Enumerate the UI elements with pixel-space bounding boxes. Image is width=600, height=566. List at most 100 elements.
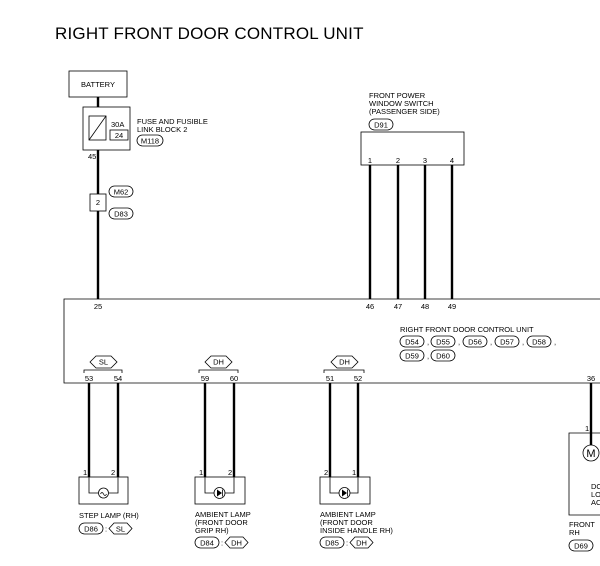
unit-connector-d56: D56 <box>468 338 482 347</box>
door-lock-inner-1: DO <box>591 482 600 491</box>
step-lamp-lead-left <box>88 477 98 494</box>
unit-pin-49: 49 <box>448 302 456 311</box>
shield-tag-dh-2 <box>330 355 359 369</box>
door-lock-box <box>568 432 600 516</box>
fuse-connector-tag <box>136 134 164 147</box>
battery-box <box>68 70 128 98</box>
ambient-handle-pin-2: 2 <box>324 468 328 477</box>
separator: , <box>490 338 492 347</box>
shield-bracket-dh-1 <box>198 369 239 373</box>
separator: , <box>554 338 556 347</box>
ambient-grip-connector-tag <box>194 536 220 549</box>
joint-pin: 2 <box>96 198 100 207</box>
unit-connector-tag <box>430 335 456 348</box>
ambient-handle-connector: D85 <box>325 539 339 548</box>
unit-connector-tag <box>526 335 552 348</box>
ambient-grip-led-icon <box>213 487 226 499</box>
fuse-connector-label: M118 <box>141 137 159 146</box>
ambient-handle-label-3: INSIDE HANDLE RH) <box>320 526 393 535</box>
step-lamp-bulb-icon <box>98 487 109 499</box>
ambient-grip-box <box>194 476 246 505</box>
separator: , <box>458 338 460 347</box>
ambient-handle-shield-tag <box>349 536 374 549</box>
door-lock-inner-2: LO <box>591 490 600 499</box>
fuse-block-box <box>82 106 131 151</box>
separator: , <box>427 352 429 361</box>
window-switch-connector: D91 <box>374 121 388 130</box>
separator: : <box>346 539 348 548</box>
fuse-icon <box>88 115 107 141</box>
separator: : <box>105 525 107 534</box>
unit-connector-tag <box>494 335 520 348</box>
ambient-handle-connector-tag <box>319 536 345 549</box>
control-unit-box <box>63 298 600 384</box>
window-switch-pin-2: 2 <box>396 156 400 165</box>
ambient-handle-led-icon <box>338 487 351 499</box>
unit-pin-54: 54 <box>114 374 122 383</box>
unit-pin-51: 51 <box>326 374 334 383</box>
ambient-grip-diode-icon <box>217 489 222 497</box>
step-lamp-filament-icon <box>100 492 107 496</box>
ambient-handle-lead-left <box>329 477 339 494</box>
fuse-rating: 30A <box>111 120 124 129</box>
unit-connector-tag <box>430 349 456 362</box>
ambient-handle-diode-icon <box>342 489 347 497</box>
ambient-grip-shield-tag <box>224 536 249 549</box>
page-title: RIGHT FRONT DOOR CONTROL UNIT <box>55 24 364 43</box>
ambient-grip-lead-left <box>204 477 214 494</box>
ambient-grip-label-1: AMBIENT LAMP <box>195 510 251 519</box>
window-switch-label-1: FRONT POWER <box>369 91 426 100</box>
shield-tag-dh-1 <box>204 355 233 369</box>
ambient-handle-pin-1: 1 <box>352 468 356 477</box>
door-lock-label-2: RH <box>569 528 580 537</box>
ambient-grip-label-3: GRIP RH) <box>195 526 229 535</box>
door-lock-inner-3: AC <box>591 498 600 507</box>
joint-connector-bottom-tag <box>108 207 134 220</box>
window-switch-pin-3: 3 <box>423 156 427 165</box>
battery-label: BATTERY <box>81 80 115 89</box>
shield-bracket-sl <box>83 369 123 373</box>
joint-connector-bottom: D83 <box>114 210 128 219</box>
step-lamp-shield-label: SL <box>116 525 125 534</box>
step-lamp-pin-2: 2 <box>111 468 115 477</box>
ambient-handle-lead-right <box>350 477 359 494</box>
motor-icon-label: M <box>586 448 595 460</box>
unit-connector-d55: D55 <box>436 338 450 347</box>
window-switch-pin-1: 1 <box>368 156 372 165</box>
control-unit-connectors-row2: D59 , D60 <box>399 349 456 362</box>
separator: , <box>522 338 524 347</box>
window-switch-label-3: (PASSENGER SIDE) <box>369 107 440 116</box>
unit-connector-d57: D57 <box>500 338 514 347</box>
unit-pin-46: 46 <box>366 302 374 311</box>
unit-connector-tag <box>399 349 425 362</box>
window-switch-pin-4: 4 <box>450 156 454 165</box>
ambient-grip-pin-2: 2 <box>228 468 232 477</box>
unit-connector-d59: D59 <box>405 352 419 361</box>
ambient-grip-shield-label: DH <box>231 539 242 548</box>
joint-connector-top: M62 <box>114 188 129 197</box>
shield-bracket-dh-2 <box>323 369 365 373</box>
window-switch-label-2: WINDOW SWITCH <box>369 99 434 108</box>
control-unit-label: RIGHT FRONT DOOR CONTROL UNIT <box>400 325 534 334</box>
unit-pin-53: 53 <box>85 374 93 383</box>
step-lamp-connector-tag <box>78 522 104 535</box>
joint-connector-top-tag <box>108 185 134 198</box>
separator: , <box>427 338 429 347</box>
door-lock-connector: D69 <box>574 542 588 551</box>
shield-tag-dh-1-label: DH <box>213 358 224 367</box>
fuse-number: 24 <box>115 131 123 140</box>
ambient-handle-shield-label: DH <box>356 539 367 548</box>
ambient-grip-pin-1: 1 <box>199 468 203 477</box>
unit-pin-25: 25 <box>94 302 102 311</box>
unit-connector-d60: D60 <box>436 352 450 361</box>
fuse-icon-slash <box>88 115 107 141</box>
unit-pin-48: 48 <box>421 302 429 311</box>
step-lamp-label: STEP LAMP (RH) <box>79 511 139 520</box>
ambient-handle-box <box>319 476 371 505</box>
fuse-number-box <box>109 129 129 141</box>
unit-pin-47: 47 <box>394 302 402 311</box>
unit-pin-60: 60 <box>230 374 238 383</box>
step-lamp-shield-tag <box>108 522 133 535</box>
ambient-handle-label-1: AMBIENT LAMP <box>320 510 376 519</box>
